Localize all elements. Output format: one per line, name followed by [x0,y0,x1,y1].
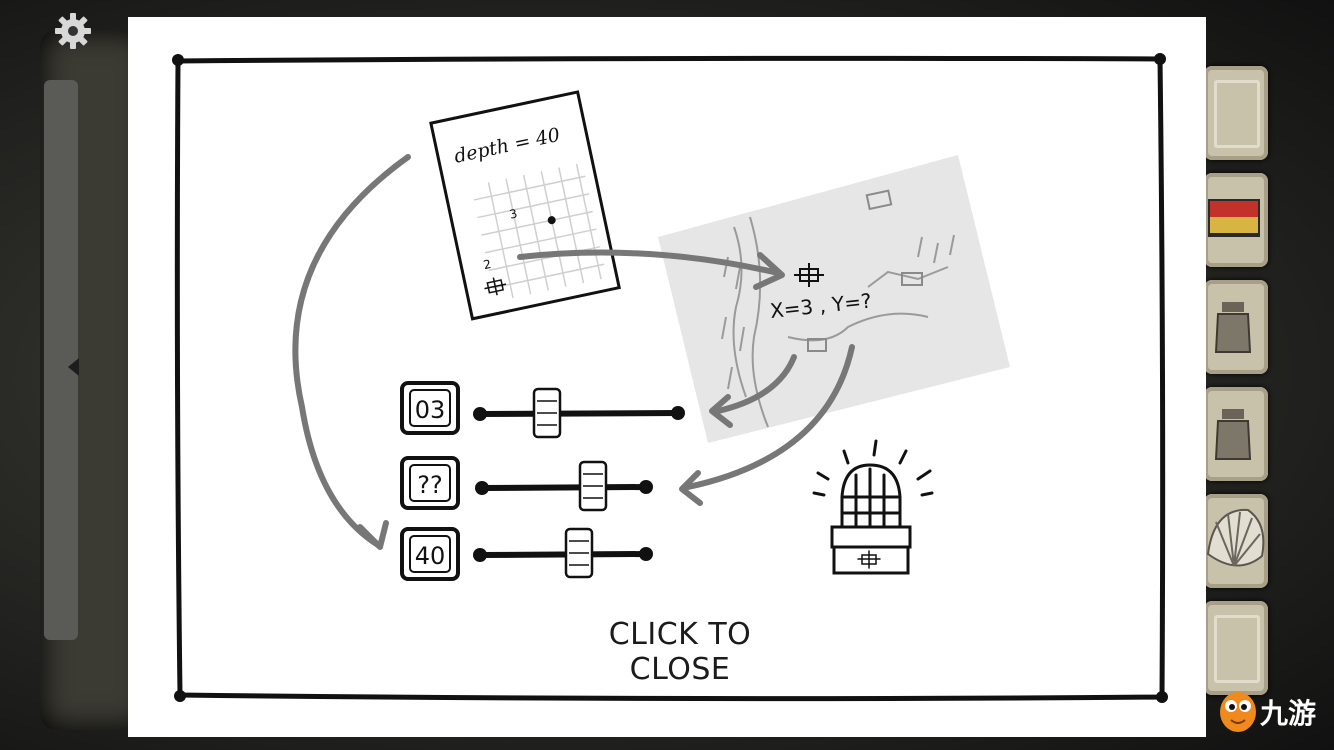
grid-y-label: 2 [482,257,492,272]
page-back-arrow-icon[interactable] [68,358,79,376]
lantern-icon [812,439,934,575]
arrow-map-to-dial-1 [715,354,797,414]
dial-1-label: 03 [415,396,446,424]
dial-row-3 [400,527,653,581]
dial-row-1 [400,381,685,439]
mascot-logo-icon [1220,692,1256,732]
inventory-slot-1[interactable] [1204,66,1268,160]
treasure-map-image [658,155,1010,443]
site-watermark: 九游 [1216,680,1334,740]
arrow-map-to-dial-2 [685,344,855,490]
inventory-panel [1204,66,1270,696]
popup-frame [174,55,1166,702]
close-prompt[interactable]: CLICK TO CLOSE [608,617,752,687]
arrow-note-to-map [517,249,781,276]
watermark-text: 九游 [1260,697,1317,730]
cross-grid-icon [794,263,824,287]
clue-popup[interactable]: depth = 40 3 2 X=3 , Y=? [128,17,1206,737]
slot-frame [1214,80,1260,148]
inventory-slot-3[interactable] [1204,280,1268,374]
hint-arrows [292,154,855,548]
inventory-slot-4[interactable] [1204,387,1268,481]
inventory-slot-2[interactable] [1204,173,1268,267]
grid-x-label: 3 [508,206,518,221]
seashell-icon [1206,508,1265,567]
dial-2-label: ?? [417,471,442,499]
depth-note: depth = 40 3 2 [429,90,621,321]
jar-icon [1214,302,1252,353]
settings-button[interactable] [50,8,96,54]
inventory-slot-6[interactable] [1204,601,1268,695]
clue-illustration: depth = 40 3 2 X=3 , Y=? [172,53,1168,703]
dial-row-2 [400,456,653,512]
inventory-slot-5[interactable] [1204,494,1268,588]
dial-3-label: 40 [415,542,446,570]
jar-icon [1214,409,1252,460]
gear-icon [55,13,91,49]
arrow-note-to-dial-3 [292,154,411,548]
slot-frame [1214,615,1260,683]
cloth-icon [1208,199,1260,237]
cross-grid-icon [484,277,507,296]
